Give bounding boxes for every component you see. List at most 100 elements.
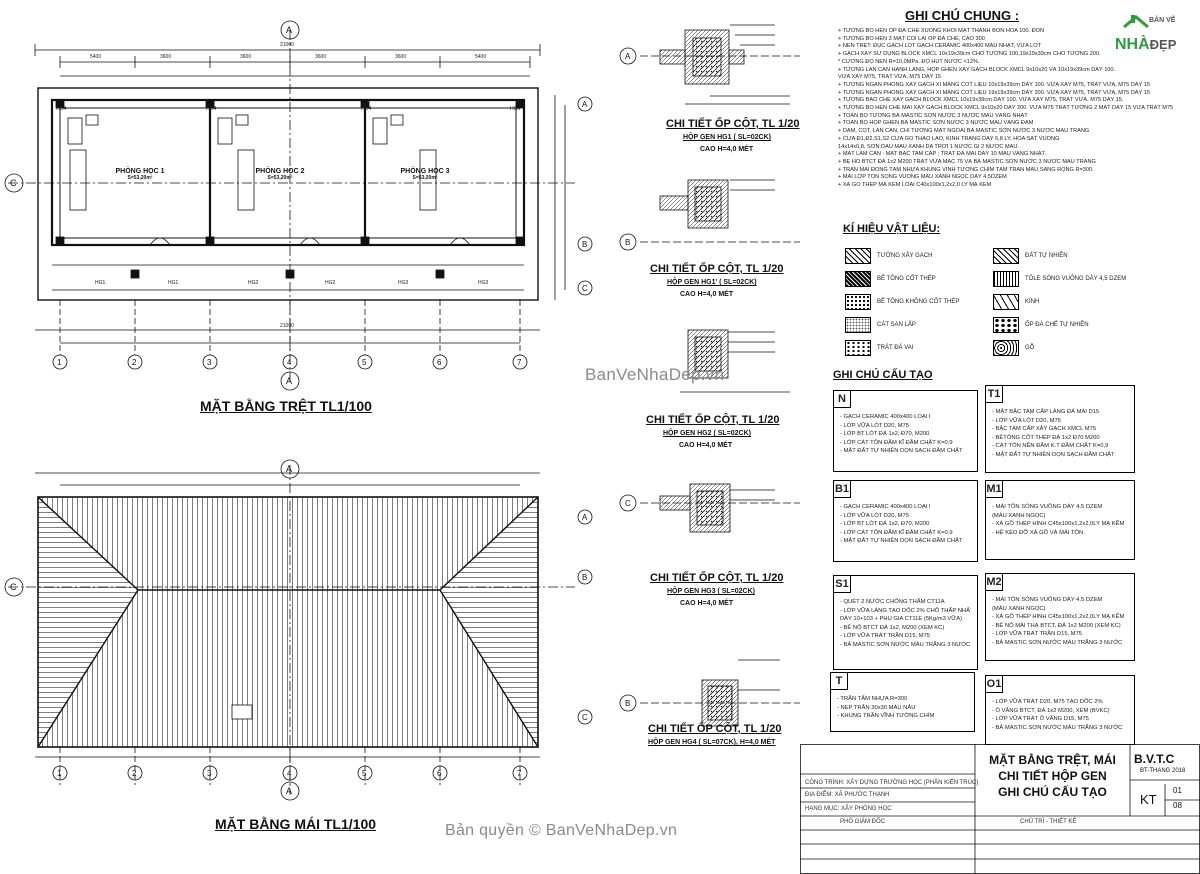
note-line: + GẠCH XÂY SỬ DỤNG BLOCK XMCL 10x19x39cm… <box>838 51 1101 58</box>
construction-line: - LỚP VỮA TRÁT D20, M75 TẠO DỐC 2% <box>992 699 1103 705</box>
detail-caption-2: CHI TIẾT ỐP CỘT, TL 1/20 <box>650 263 784 275</box>
sand-fill-icon <box>845 317 871 333</box>
detail-height-2: CAO H=4,0 MÉT <box>680 291 734 298</box>
note-line: * CƯỜNG ĐỘ NỀN R=10,0MPa. ĐỘ HÚT NƯỚC <1… <box>838 58 980 65</box>
svg-text:HG4: HG4 <box>361 106 372 112</box>
construction-line: - CÁT TÔN NỀN ĐẦM K.T ĐẦM CHẶT K=0,9 <box>992 443 1109 450</box>
reinforced-concrete-icon <box>845 271 871 287</box>
material-label: BÊ TÔNG KHÔNG CỐT THÉP <box>877 299 960 305</box>
material-item: TRÁT ĐÁ VAI <box>845 340 913 356</box>
note-line: + TOÀN BỘ HỘP GHEN BẢ MASTIC SƠN NƯỚC 3 … <box>838 120 1034 127</box>
svg-text:4: 4 <box>287 358 292 367</box>
material-label: CÁT SAN LẤP <box>877 322 916 328</box>
construction-line: - BÊ NÔ BTCT ĐÁ 1x2, M200 (XEM KC) <box>840 624 945 631</box>
construction-tag: M2 <box>985 573 1003 591</box>
construction-line: - LỚP CÁT TÔN ĐẦM KĨ ĐẦM CHẶT K=0,9 <box>840 529 953 536</box>
svg-text:C: C <box>582 284 588 293</box>
construction-line: - GẠCH CERAMIC 400x400 LOẠI I <box>840 414 931 420</box>
detail-sub-2: HỘP GEN HG1' ( SL=02CK) <box>667 279 757 286</box>
note-line: 14x14x0,8, SƠN DẦU MÀU XANH DA TRỜI 1 NƯ… <box>838 143 1019 150</box>
svg-text:5400: 5400 <box>475 54 486 60</box>
construction-line: - LỚP VỮA TRÁT TRẦN D15, M75 <box>840 633 931 640</box>
material-item: CÁT SAN LẤP <box>845 317 916 333</box>
svg-text:6: 6 <box>437 769 442 778</box>
svg-text:A: A <box>286 786 292 796</box>
material-label: GỖ <box>1025 345 1035 351</box>
project-line: CÔNG TRÌNH: XÂY DỰNG TRƯỜNG HỌC (PHẦN KI… <box>805 780 979 786</box>
construction-line: - MÁI TÔN SÓNG VUÔNG DÀY 4.5 DZEM <box>992 504 1103 510</box>
material-item: BÊ TÔNG KHÔNG CỐT THÉP <box>845 294 959 310</box>
note-line: + TƯỜNG NGĂN PHÒNG XÂY GẠCH XI MĂNG CỐT … <box>838 89 1150 96</box>
construction-line: - LỚP BT LÓT ĐÁ 1x2, Đ70, M200 <box>840 521 930 528</box>
svg-text:3: 3 <box>207 358 212 367</box>
note-line: + TƯỜNG BAO CHE XÂY GẠCH BLOCK XMCL 10x1… <box>838 97 1124 104</box>
svg-text:6: 6 <box>437 358 442 367</box>
plain-concrete-icon <box>845 294 871 310</box>
construction-box-t1: T1- MẶT BẬC TAM CẤP LÁNG ĐÁ MÀI D15- LỚP… <box>985 385 1135 473</box>
svg-text:3600: 3600 <box>395 54 406 60</box>
note-line: + TƯỜNG NGĂN PHÒNG XÂY GẠCH XI MĂNG CỐT … <box>838 81 1150 88</box>
svg-text:3600: 3600 <box>240 54 251 60</box>
svg-text:HG1: HG1 <box>95 280 106 286</box>
svg-text:4: 4 <box>287 769 292 778</box>
svg-text:5400: 5400 <box>90 54 101 60</box>
construction-line: - MẶT ĐẤT TỰ NHIÊN DỌN SẠCH ĐẦM CHẶT <box>840 538 963 545</box>
note-line: + TOÀN BỘ TƯỜNG BẢ MASTIC SƠN NƯỚC 3 NƯỚ… <box>838 112 1028 119</box>
natural-soil-icon <box>993 248 1019 264</box>
detail-caption-3: CHI TIẾT ỐP CỘT, TL 1/20 <box>646 414 780 426</box>
materials-title: KÍ HIỆU VẬT LIỆU: <box>843 223 941 235</box>
material-label: ĐẤT TỰ NHIÊN <box>1025 253 1068 259</box>
svg-text:B: B <box>582 240 587 249</box>
material-label: ỐP ĐÁ CHẺ TỰ NHIÊN <box>1025 322 1089 328</box>
role-designer: CHỦ TRÌ - THIẾT KẾ <box>1020 819 1077 825</box>
construction-line: - LỚP VỮA TRÁT Ô VĂNG D15, M75 <box>992 716 1089 723</box>
sheet-code: KT <box>1140 792 1157 807</box>
construction-line: - Ô VĂNG BTCT, ĐÁ 1x2 M200, XEM (BVKC) <box>992 707 1110 714</box>
construction-line: - XÀ GỒ THÉP HÌNH C45x100x1,2x2,0LY MẠ K… <box>992 614 1125 621</box>
svg-text:B: B <box>582 573 587 582</box>
svg-text:21000: 21000 <box>280 42 294 48</box>
split-stone-icon <box>993 317 1019 333</box>
svg-text:HG4: HG4 <box>510 106 521 112</box>
svg-text:HG3: HG3 <box>478 280 489 286</box>
construction-line: - QUÉT 2 NƯỚC CHỐNG THẤM CT11A <box>840 599 945 605</box>
material-item: GỖ <box>993 340 1034 356</box>
metal-sheet-icon <box>993 271 1019 287</box>
construction-line: - MẶT ĐẤT TỰ NHIÊN DỌN SẠCH ĐẦM CHẶT <box>840 448 963 455</box>
construction-line: - MẶT ĐẤT TỰ NHIÊN DỌN SẠCH ĐẦM CHẶT <box>992 451 1115 458</box>
construction-line: - NẸP TRẦN 30x30 MÀU NÂU <box>837 704 916 711</box>
footer-watermark: Bản quyền © BanVeNhaDep.vn <box>445 822 678 839</box>
item-line: HẠNG MỤC: XÂY PHÒNG HỌC <box>805 806 892 812</box>
construction-box-b1: B1- GẠCH CERAMIC 400x400 LOẠI I- LỚP VỮA… <box>833 480 978 562</box>
construction-line: - LỚP VỮA LÓT D20, M75 <box>992 417 1061 424</box>
svg-text:HG4: HG4 <box>206 106 217 112</box>
svg-text:C: C <box>10 582 17 592</box>
svg-text:A: A <box>286 376 292 386</box>
construction-tag: M1 <box>985 480 1003 498</box>
material-item: TƯỜNG XÂY GẠCH <box>845 248 933 264</box>
construction-line: - KHUNG TRẦN VĨNH TƯỜNG CHÌM <box>837 713 935 720</box>
svg-text:B: B <box>625 238 630 247</box>
note-line: + NỀN TRỆT: ĐỤC GẠCH LÓT GẠCH CERAMIC 40… <box>838 43 1042 50</box>
note-line: + XÀ GỒ THÉP MẠ KẼM LOẠI C40x100x1,2x2,0… <box>838 182 992 189</box>
construction-line: - LỚP VỮA TRÁT TRẦN D15, M75 <box>992 631 1083 638</box>
axis-label: 1 <box>57 358 62 367</box>
svg-text:3: 3 <box>207 769 212 778</box>
construction-line: - TRẦN TẤM NHỰA R=300 <box>837 696 908 702</box>
site-logo: BẢN VẼ NHÀĐẸP <box>1115 14 1195 56</box>
detail-sub-1: HỘP GEN HG1 ( SL=02CK) <box>683 134 771 141</box>
svg-text:2: 2 <box>132 358 137 367</box>
material-label: TÔLE SÓNG VUÔNG DÀY 4,5 DZEM <box>1025 276 1127 282</box>
svg-text:5: 5 <box>362 769 367 778</box>
note-line: + BỆ HỒ BTCT ĐÁ 1x2 M200 TRÁT VỮA MÁC 75… <box>838 158 1096 165</box>
construction-line: - HỆ KÈO ĐỠ XÀ GỒ VÀ MÁI TÔN. <box>992 529 1085 536</box>
note-line: + MẶT LAM CAN : MẶT BẬC TAM CẤP ; TRÁT Đ… <box>838 151 1046 158</box>
note-line: + TƯỜNG BỔ HỀN CHE MÁI XÂY GẠCH BLOCK XM… <box>838 105 1174 112</box>
detail-caption-4: CHI TIẾT ỐP CỘT, TL 1/20 <box>650 572 784 584</box>
stage-date: BT-THANG 2018 <box>1140 768 1186 774</box>
note-line: + DẦM, CỘT, LAN CAN, CHỈ TƯỜNG MẶT NGOÀI… <box>838 128 1090 135</box>
material-item: ĐẤT TỰ NHIÊN <box>993 248 1068 264</box>
